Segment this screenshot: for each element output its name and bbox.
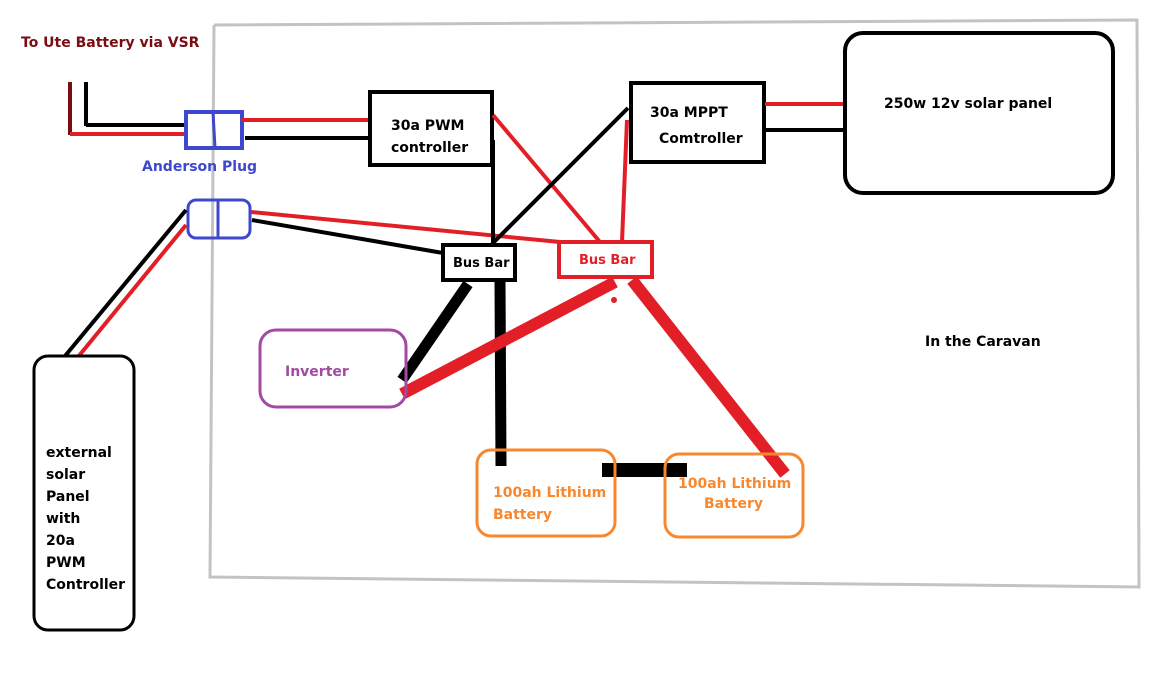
- wire-mppt-negative: [490, 106, 630, 246]
- caravan-label: In the Caravan: [925, 334, 1041, 350]
- anderson-plug-top-divider: [211, 111, 217, 149]
- anderson-plug-label: Anderson Plug: [142, 159, 257, 175]
- caravan-boundary: [208, 18, 1141, 589]
- solder-dot: [611, 297, 617, 303]
- wire-anderson-bottom-negative: [251, 218, 444, 255]
- solar-panel-label: 250w 12v solar panel: [884, 96, 1052, 112]
- external-panel-line: PWM: [46, 555, 86, 571]
- wire-external-positive: [76, 223, 188, 359]
- solar-panel-box: [843, 31, 1115, 195]
- external-panel-box: [32, 354, 136, 632]
- wire-external-negative: [63, 208, 188, 358]
- external-panel-line: Controller: [46, 577, 125, 593]
- wire-pwm-positive: [491, 113, 602, 244]
- external-panel-line: external: [46, 445, 112, 461]
- wire-mppt-positive: [620, 119, 629, 243]
- inverter-label: Inverter: [285, 364, 349, 380]
- cable-busbar-positive-battery: [627, 276, 790, 478]
- mppt-controller-box: [629, 81, 766, 164]
- mppt-controller-label-line1: 30a MPPT: [650, 105, 728, 121]
- pwm-controller-box: [368, 90, 494, 167]
- battery-2-label-line2: Battery: [704, 496, 763, 512]
- battery-2-label-line1: 100ah Lithium: [678, 476, 791, 492]
- battery-1-label-line2: Battery: [493, 507, 552, 523]
- external-panel-label: external solar Panel with 20a PWM Contro…: [46, 445, 125, 593]
- battery-1-label-line1: 100ah Lithium: [493, 485, 606, 501]
- bus-bar-negative-label: Bus Bar: [453, 256, 510, 271]
- external-panel-line: Panel: [46, 489, 90, 505]
- cable-busbar-positive-inverter: [399, 276, 618, 400]
- pwm-controller-label-line2: controller: [391, 140, 468, 156]
- external-panel-line: with: [46, 511, 80, 527]
- cable-busbar-negative-inverter: [397, 280, 473, 384]
- pwm-controller-label-line1: 30a PWM: [391, 118, 464, 134]
- mppt-controller-label-line2: Comtroller: [659, 131, 743, 147]
- cable-busbar-negative-battery: [494, 281, 507, 467]
- bus-bar-negative-box: [441, 243, 517, 282]
- external-panel-line: solar: [46, 467, 85, 483]
- ute-battery-label: To Ute Battery via VSR: [21, 35, 200, 51]
- inverter-box: [258, 328, 408, 409]
- bus-bar-positive-box: [557, 240, 654, 279]
- external-panel-line: 20a: [46, 533, 75, 549]
- battery-1-box: [475, 448, 617, 538]
- bus-bar-positive-label: Bus Bar: [579, 253, 636, 268]
- battery-2-box: [663, 452, 805, 539]
- wire-anderson-bottom-positive: [250, 210, 561, 244]
